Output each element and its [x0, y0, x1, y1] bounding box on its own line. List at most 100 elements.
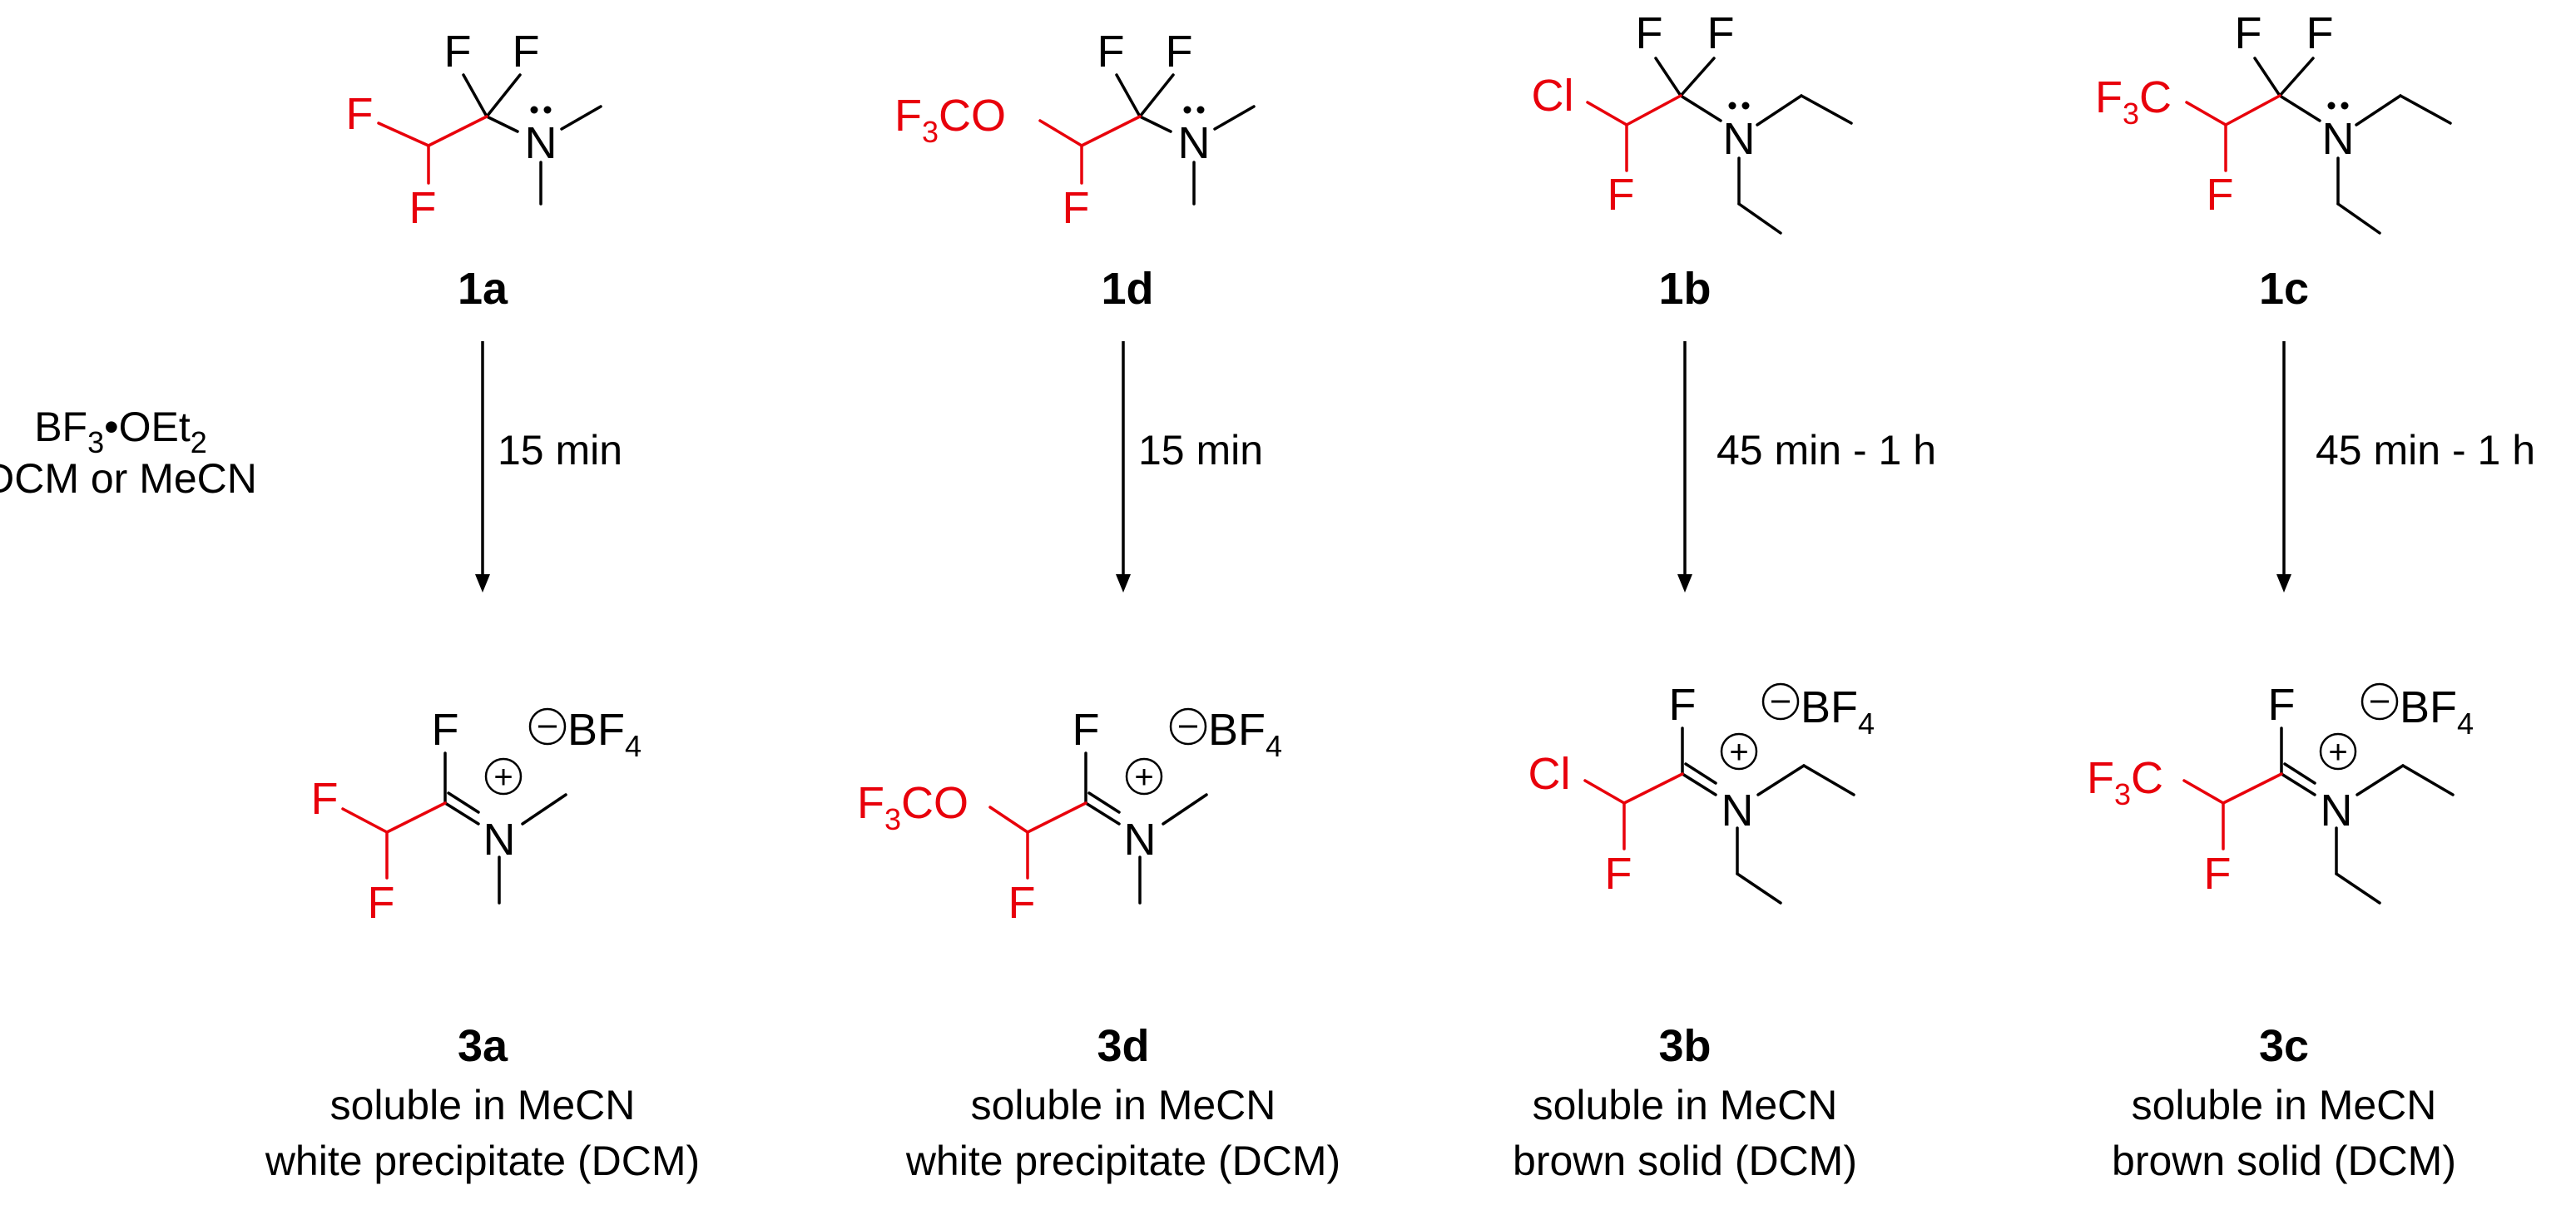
bond — [385, 801, 447, 834]
minus-charge — [2361, 682, 2399, 721]
arrow-head — [1677, 574, 1692, 593]
bond — [2335, 872, 2381, 905]
solubility-note: soluble in MeCN — [971, 1082, 1276, 1128]
plus-charge — [2319, 732, 2357, 771]
lone-pair-dot — [1728, 102, 1736, 110]
bond — [1586, 101, 1628, 126]
atom-f: F — [1166, 27, 1193, 77]
atom-n: N — [1178, 118, 1211, 168]
atom-n: N — [2322, 114, 2355, 164]
lone-pair-dot — [2327, 102, 2336, 110]
atom-f: F — [513, 27, 540, 77]
atom-n: N — [1124, 815, 1157, 865]
structure-1d: F F N F3CO F — [894, 27, 1256, 233]
bond — [1684, 762, 1717, 785]
counterion-bf4: BF4 — [567, 705, 642, 763]
bond — [521, 793, 567, 826]
lone-pair-dot — [1183, 106, 1191, 114]
bond — [1080, 115, 1142, 147]
svg-text:+: + — [2328, 734, 2347, 771]
atom-f: F — [444, 27, 472, 77]
atom-f: F — [2207, 170, 2234, 220]
bond — [1038, 119, 1083, 147]
column-1d: F F N F3CO F 1d 15 min F N + BF4 — [857, 27, 1340, 1184]
bond — [1679, 94, 1722, 122]
structure-3a: F N + BF4 F F — [311, 705, 642, 928]
reagent-solvent: DCM or MeCN — [0, 455, 257, 502]
bond — [560, 105, 602, 131]
bond — [1162, 793, 1208, 826]
atom-f: F — [311, 774, 339, 824]
bond — [2278, 94, 2321, 122]
solubility-note: soluble in MeCN — [330, 1082, 636, 1128]
lone-pair-dot — [2341, 102, 2349, 110]
bond — [2278, 57, 2315, 97]
counterion-bf4: BF4 — [1801, 682, 1875, 741]
reagent-bf3: BF3•OEt2 — [34, 404, 207, 459]
bond — [1800, 94, 1853, 125]
bond — [447, 791, 480, 814]
counterion-bf4: BF4 — [1208, 705, 1282, 763]
solubility-note: soluble in MeCN — [1533, 1082, 1838, 1128]
atom-f: F — [409, 183, 437, 233]
appearance-note: brown solid (DCM) — [2112, 1138, 2456, 1184]
bond — [462, 73, 488, 118]
bond — [2336, 202, 2381, 235]
atom-cl: Cl — [1532, 71, 1574, 121]
structure-3c: F N + BF4 F3C F — [2087, 680, 2474, 905]
bond — [485, 73, 522, 118]
structure-1b: F F N Cl F — [1532, 8, 1853, 235]
structure-3d: F N + BF4 F3CO F — [857, 705, 1282, 928]
bond — [377, 121, 430, 147]
appearance-note: white precipitate (DCM) — [905, 1138, 1340, 1184]
atom-f: F — [2306, 8, 2334, 58]
structure-1c: F F N F3C F — [2095, 8, 2452, 235]
atom-n: N — [1721, 786, 1754, 836]
compound-label-3c: 3c — [2259, 1021, 2309, 1071]
svg-text:+: + — [1729, 734, 1748, 771]
bond — [1681, 772, 1717, 796]
bond — [2401, 764, 2455, 796]
lone-pair-dot — [1741, 102, 1750, 110]
bond — [1026, 801, 1087, 834]
bond — [1087, 791, 1121, 814]
bond — [2399, 94, 2452, 125]
plus-charge — [484, 757, 523, 796]
atom-cl: Cl — [1528, 749, 1571, 799]
atom-f: F — [1073, 705, 1100, 755]
bond — [1756, 764, 1806, 796]
appearance-note: white precipitate (DCM) — [265, 1138, 700, 1184]
bond — [1622, 772, 1684, 805]
reaction-time: 45 min - 1 h — [2316, 427, 2535, 474]
atom-n: N — [525, 118, 557, 168]
atom-f: F — [2268, 680, 2296, 730]
compound-label-3b: 3b — [1658, 1021, 1711, 1071]
bond — [2222, 772, 2283, 805]
bond — [1583, 779, 1626, 805]
atom-f: F — [2235, 8, 2262, 58]
solubility-note: soluble in MeCN — [2132, 1082, 2437, 1128]
minus-charge — [1761, 682, 1800, 721]
atom-f: F — [2204, 849, 2232, 899]
bond — [2356, 764, 2405, 796]
compound-label-1b: 1b — [1658, 264, 1711, 314]
compound-label-1c: 1c — [2259, 264, 2309, 314]
bond — [1115, 73, 1142, 118]
minus-charge — [528, 707, 567, 746]
atom-f: F — [1669, 680, 1697, 730]
bond — [988, 806, 1029, 834]
bond — [2182, 779, 2225, 805]
appearance-note: brown solid (DCM) — [1513, 1138, 1857, 1184]
bond — [1213, 105, 1256, 131]
bond — [1654, 57, 1682, 97]
svg-text:+: + — [493, 759, 513, 796]
bond — [2185, 101, 2227, 126]
structure-3b: F N + BF4 Cl F — [1528, 680, 1875, 905]
atom-f: F — [1608, 170, 1635, 220]
bond — [2355, 94, 2402, 126]
atom-f: F — [346, 89, 374, 139]
lone-pair-dot — [1196, 106, 1205, 114]
atom-f: F — [1636, 8, 1663, 58]
atom-f: F — [432, 705, 459, 755]
group-f3co: F3CO — [894, 91, 1006, 149]
